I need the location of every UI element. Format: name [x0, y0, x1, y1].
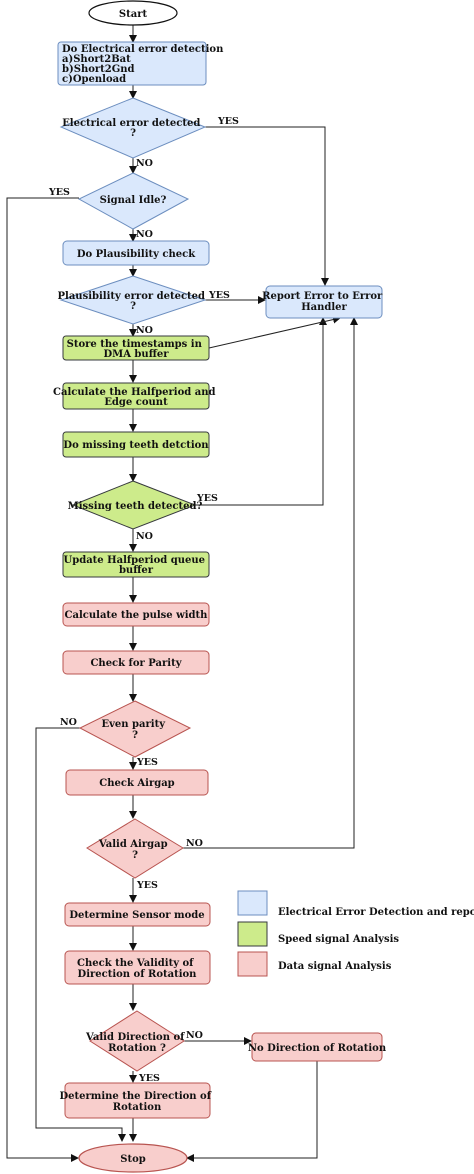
pulse-width-label: Calculate the pulse width: [65, 610, 209, 621]
edge-label-yes: YES: [208, 290, 230, 301]
svg-text:Report Error to Error Ha: Report Error to Error Handler: [262, 291, 386, 313]
report-error-box: Report Error to Error Handler: [262, 285, 386, 319]
valid-direction-decision: Valid Direction of Rotation ?: [85, 1010, 188, 1072]
sensor-mode-label: Determine Sensor mode: [69, 910, 204, 921]
edge-label-no: NO: [136, 158, 153, 169]
missing-teeth-detection-label: Do missing teeth detction: [63, 440, 209, 451]
valid-airgap-label: Valid Airgap: [98, 839, 168, 850]
svg-text:Valid Direction of Rotat: Valid Direction of Rotation ?: [85, 1032, 188, 1054]
start-label: Start: [119, 9, 148, 20]
report-error-label: Handler: [301, 302, 347, 313]
electrical-error-decision: Electrical error detected ?: [59, 97, 207, 159]
edge-label-no: NO: [136, 325, 153, 336]
edge-label-yes: YES: [217, 116, 239, 127]
check-validity-box: Check the Validity of Direction of Rotat…: [64, 950, 211, 985]
svg-text:Even parity ?: Even parity ?: [102, 719, 169, 741]
edge-label-no: NO: [186, 1030, 203, 1041]
legend: Electrical Error Detection and reporting…: [237, 890, 474, 977]
svg-text:Calculate the Halfperiod and: Calculate the Halfperiod and Edge count: [53, 387, 219, 408]
determine-direction-label: Determine the Direction of: [60, 1091, 212, 1102]
edge-label-no: NO: [136, 531, 153, 542]
no-direction-label: No Direction of Rotation: [248, 1043, 387, 1054]
electrical-detection-box: Do Electrical error detection a)Short2Ba…: [57, 41, 227, 86]
svg-text:Electrical error detected: Electrical error detected ?: [62, 118, 204, 139]
edge-label-yes: YES: [136, 880, 158, 891]
calc-halfperiod-label: Edge count: [104, 397, 168, 408]
electrical-detection-line: a)Short2Bat: [62, 54, 131, 65]
svg-text:Do Electrical error detection: Do Electrical error detection a)Short2Ba…: [62, 44, 227, 85]
valid-airgap-decision: Valid Airgap ?: [86, 818, 184, 879]
edge-label-yes: YES: [48, 187, 70, 198]
missing-teeth-detection-box: Do missing teeth detction: [62, 431, 210, 458]
determine-direction-label: Rotation: [113, 1102, 162, 1113]
legend-swatch-blue: [237, 890, 268, 916]
store-timestamps-box: Store the timestamps in DMA buffer: [62, 335, 210, 361]
connectors: [6, 25, 358, 1162]
pulse-width-box: Calculate the pulse width: [62, 602, 210, 627]
update-queue-label: Update Halfperiod queue: [64, 555, 206, 566]
electrical-detection-line: b)Short2Gnd: [62, 64, 135, 75]
store-timestamps-label: DMA buffer: [103, 349, 169, 360]
plausibility-error-label: ?: [130, 301, 136, 312]
determine-direction-box: Determine the Direction of Rotation: [60, 1082, 215, 1119]
signal-idle-decision: Signal Idle?: [77, 172, 190, 230]
svg-text:Store the timestamps in: Store the timestamps in DMA buffer: [67, 339, 206, 360]
plausibility-error-decision: Plausibility error detected ?: [58, 275, 209, 325]
svg-text:Plausibility error detected: Plausibility error detected ?: [58, 291, 209, 312]
no-direction-box: No Direction of Rotation: [248, 1032, 387, 1062]
sensor-mode-box: Determine Sensor mode: [64, 902, 211, 927]
update-queue-box: Update Halfperiod queue buffer: [62, 551, 210, 578]
store-timestamps-label: Store the timestamps in: [67, 339, 203, 350]
edge-label-no: NO: [186, 838, 203, 849]
edge-label-yes: YES: [196, 493, 218, 504]
calc-halfperiod-label: Calculate the Halfperiod and: [53, 387, 215, 398]
edge-label-yes: YES: [138, 1073, 160, 1084]
report-error-label: Report Error to Error: [262, 291, 383, 302]
start-terminal: Start: [88, 0, 178, 26]
even-parity-decision: Even parity ?: [78, 700, 192, 758]
update-queue-label: buffer: [119, 565, 154, 576]
legend-label: Speed signal Analysis: [278, 934, 399, 945]
check-parity-label: Check for Parity: [90, 658, 182, 669]
stop-label: Stop: [120, 1154, 146, 1165]
svg-text:Update Halfperiod queue: Update Halfperiod queue buffer: [64, 555, 209, 576]
valid-direction-label: Valid Direction of: [85, 1032, 185, 1043]
svg-text:Determine the Direction of: Determine the Direction of Rotation: [60, 1091, 215, 1113]
edge-labels: YES NO YES NO YES NO YES NO NO YES NO YE…: [48, 116, 239, 1084]
even-parity-label: ?: [132, 730, 138, 741]
check-parity-box: Check for Parity: [62, 650, 210, 675]
electrical-detection-line: Do Electrical error detection: [62, 44, 224, 55]
legend-swatch-red: [237, 951, 268, 977]
plausibility-check-box: Do Plausibility check: [62, 240, 210, 266]
edge-label-no: NO: [60, 717, 77, 728]
electrical-error-label: Electrical error detected: [62, 118, 200, 129]
check-airgap-box: Check Airgap: [65, 769, 209, 796]
check-validity-label: Direction of Rotation: [78, 969, 198, 980]
valid-airgap-label: ?: [132, 850, 138, 861]
plausibility-error-label: Plausibility error detected: [58, 291, 206, 302]
stop-terminal: Stop: [78, 1143, 188, 1173]
legend-swatch-green: [237, 921, 268, 947]
check-airgap-label: Check Airgap: [99, 778, 174, 789]
svg-text:Check the Validity of Di: Check the Validity of Direction of Rotat…: [77, 958, 197, 980]
valid-direction-label: Rotation ?: [108, 1043, 166, 1054]
missing-teeth-decision: Missing teeth detected?: [68, 480, 203, 530]
legend-label: Electrical Error Detection and reporting: [278, 907, 474, 918]
signal-idle-label: Signal Idle?: [100, 195, 167, 206]
legend-label: Data signal Analysis: [278, 961, 392, 972]
edge-label-yes: YES: [136, 757, 158, 768]
calc-halfperiod-box: Calculate the Halfperiod and Edge count: [53, 382, 219, 410]
even-parity-label: Even parity: [102, 719, 167, 730]
plausibility-check-label: Do Plausibility check: [77, 249, 196, 260]
check-validity-label: Check the Validity of: [77, 958, 194, 969]
svg-text:Valid Airgap ?: Valid Airgap ?: [98, 839, 171, 861]
missing-teeth-label: Missing teeth detected?: [68, 501, 203, 512]
edge-label-no: NO: [136, 229, 153, 240]
electrical-error-label: ?: [130, 128, 136, 139]
electrical-detection-line: c)Openload: [62, 74, 126, 85]
